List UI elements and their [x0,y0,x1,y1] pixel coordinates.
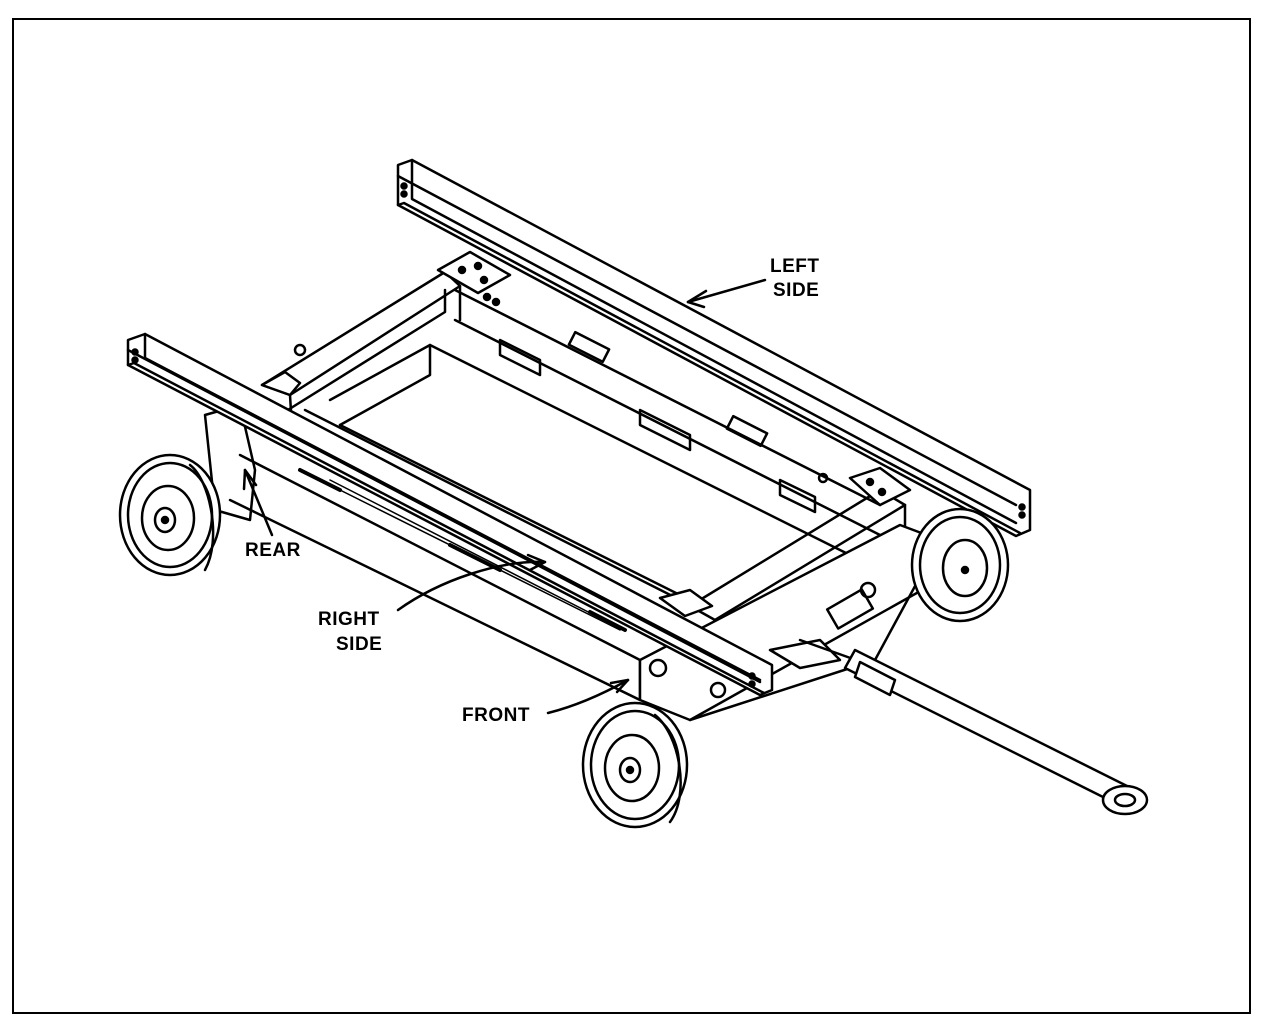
rear-label: REAR [245,540,301,561]
drawbar [688,538,1149,816]
right-side-rail [126,332,774,697]
figure-frame [12,18,1251,1014]
rear-right-wheel [118,453,222,577]
front-right-wheel [581,701,689,829]
left-side-label-line1: LEFT [770,256,820,277]
front-left-wheel [910,507,1010,623]
right-side-label-line2: SIDE [336,634,382,655]
right-side-label-line1: RIGHT [318,609,380,630]
left-side-label-line2: SIDE [773,280,819,301]
callout-leaders [242,278,767,715]
front-label: FRONT [462,705,530,726]
left-side-rail [396,158,1032,538]
frame-cross-members [260,250,912,652]
